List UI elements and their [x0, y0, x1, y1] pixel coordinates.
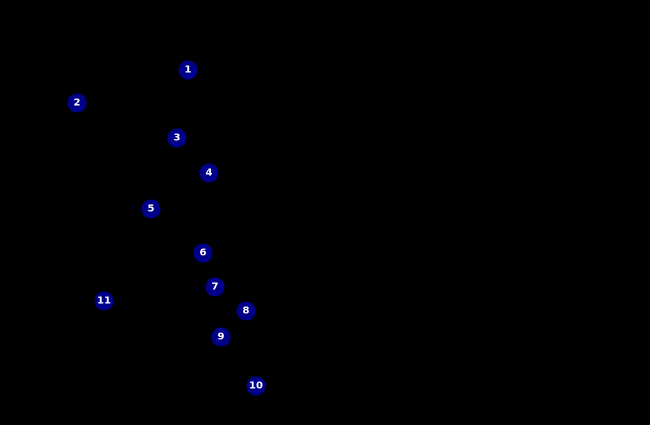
- graph-node-1[interactable]: 1: [178, 60, 198, 80]
- graph-node-3[interactable]: 3: [167, 128, 187, 148]
- graph-node-9[interactable]: 9: [211, 327, 231, 347]
- graph-node-2[interactable]: 2: [67, 93, 87, 113]
- graph-node-5[interactable]: 5: [141, 199, 161, 219]
- graph-node-4[interactable]: 4: [199, 163, 219, 183]
- graph-node-7[interactable]: 7: [205, 277, 225, 297]
- graph-node-11[interactable]: 11: [94, 291, 114, 311]
- graph-node-6[interactable]: 6: [193, 243, 213, 263]
- graph-node-8[interactable]: 8: [236, 301, 256, 321]
- graph-node-10[interactable]: 10: [246, 376, 266, 396]
